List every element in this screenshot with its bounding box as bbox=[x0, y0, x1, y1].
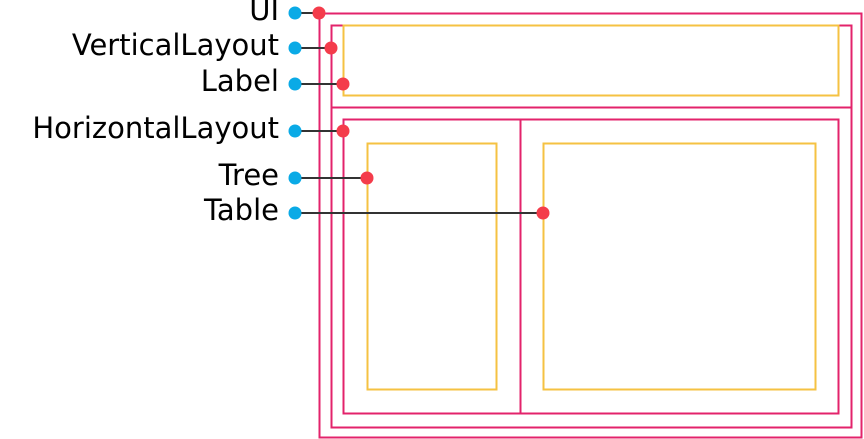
horizontal-layout-container bbox=[342, 118, 840, 415]
label-component-box bbox=[342, 24, 840, 97]
label-vertical-layout: VerticalLayout bbox=[71, 28, 279, 62]
source-dot-vertical-layout bbox=[288, 41, 302, 55]
target-dot-label bbox=[336, 77, 350, 91]
label-table: Table bbox=[204, 193, 279, 227]
source-dot-table bbox=[288, 206, 302, 220]
label-label: Label bbox=[200, 64, 279, 98]
source-dot-tree bbox=[288, 171, 302, 185]
source-dot-label bbox=[288, 77, 302, 91]
label-ui: UI bbox=[249, 0, 279, 27]
label-tree: Tree bbox=[218, 158, 279, 192]
table-component-box bbox=[542, 142, 817, 391]
target-dot-vertical-layout bbox=[324, 41, 338, 55]
ui-container-outer bbox=[318, 12, 863, 439]
target-dot-horizontal-layout bbox=[336, 124, 350, 138]
target-dot-ui bbox=[312, 6, 326, 20]
target-dot-table bbox=[536, 206, 550, 220]
target-dot-tree bbox=[360, 171, 374, 185]
source-dot-ui bbox=[288, 6, 302, 20]
source-dot-horizontal-layout bbox=[288, 124, 302, 138]
tree-component-box bbox=[366, 142, 498, 391]
vertical-layout-container bbox=[330, 24, 853, 429]
label-horizontal-layout: HorizontalLayout bbox=[32, 111, 279, 145]
